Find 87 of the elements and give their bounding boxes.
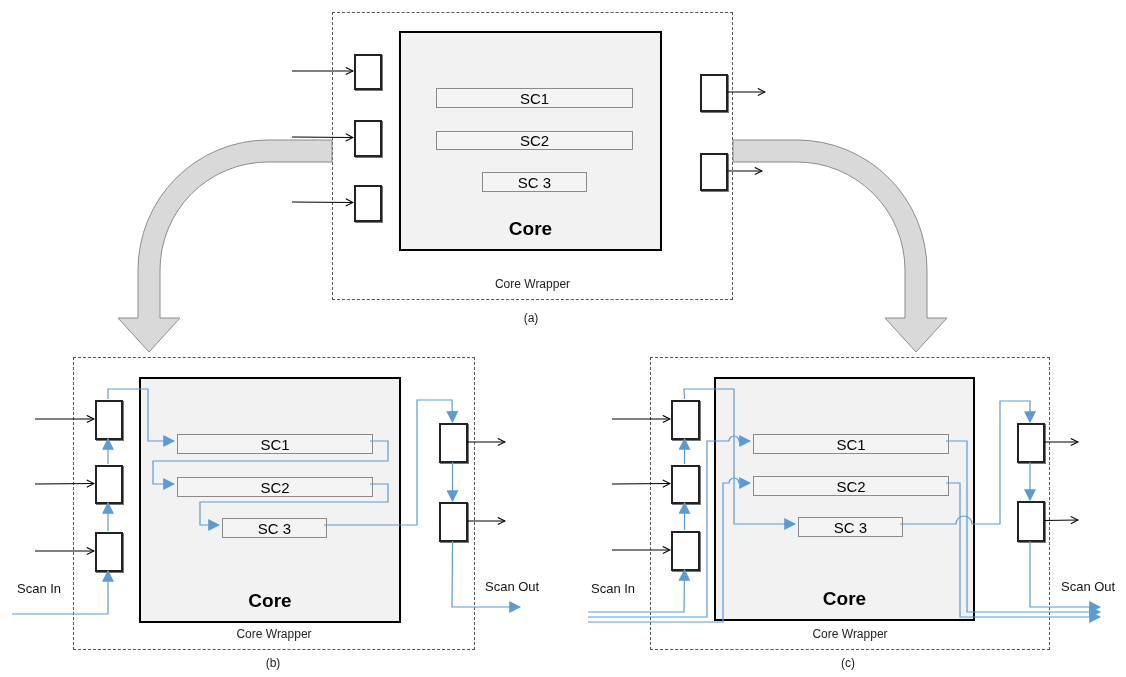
panel-caption: (c) bbox=[841, 657, 855, 669]
scan-chain-label: SC 3 bbox=[257, 520, 292, 536]
wrapper-cell bbox=[95, 400, 123, 440]
wrapper-cell bbox=[671, 400, 700, 440]
scan-chain-bar bbox=[482, 172, 587, 192]
scan-path-arrow bbox=[587, 477, 752, 623]
scan-chain-label: SC2 bbox=[260, 479, 290, 495]
scan-path-arrow bbox=[678, 501, 691, 531]
core-box bbox=[139, 377, 401, 623]
scan-chain-bar bbox=[436, 88, 633, 108]
scan-path-arrow bbox=[678, 437, 691, 465]
signal-arrow bbox=[1043, 515, 1079, 525]
edge-label: Scan In bbox=[16, 582, 63, 595]
wrapper-cell bbox=[700, 74, 728, 112]
scan-path-arrow bbox=[683, 388, 797, 530]
signal-arrow bbox=[34, 479, 95, 488]
curved-block-arrow bbox=[732, 139, 948, 353]
edge-label: Scan In bbox=[590, 582, 637, 595]
scan-chain-bar bbox=[222, 518, 327, 538]
scan-path-arrow bbox=[1024, 461, 1036, 502]
wrapper-cell bbox=[700, 153, 728, 191]
scan-path-arrow bbox=[899, 400, 1036, 525]
core-label: Core bbox=[507, 216, 554, 241]
wrapper-boundary bbox=[73, 357, 475, 650]
wrapper-label: Core Wrapper bbox=[493, 276, 572, 293]
signal-arrow bbox=[291, 133, 354, 142]
wrapper-cell bbox=[1017, 501, 1045, 542]
scan-path-arrow bbox=[102, 437, 114, 465]
signal-arrow bbox=[611, 479, 671, 488]
panel-caption: (b) bbox=[265, 657, 281, 669]
scan-chain-bar bbox=[798, 517, 903, 537]
wrapper-cell bbox=[95, 465, 123, 504]
scan-chain-bar bbox=[177, 434, 373, 454]
wrapper-cell bbox=[671, 531, 700, 571]
scan-chain-bar bbox=[177, 477, 373, 497]
wrapper-cell bbox=[354, 54, 382, 90]
wrapper-cell bbox=[439, 423, 468, 463]
wrapper-boundary bbox=[650, 357, 1050, 650]
edge-label: Scan Out bbox=[1060, 580, 1117, 593]
scan-chain-bar bbox=[753, 434, 949, 454]
core-box bbox=[399, 31, 662, 251]
wrapper-cell bbox=[354, 185, 382, 222]
scan-path-arrow bbox=[451, 540, 522, 613]
signal-arrow bbox=[466, 437, 506, 447]
wrapper-cell bbox=[95, 532, 123, 572]
signal-arrow bbox=[34, 546, 95, 556]
scan-path-arrow bbox=[945, 482, 1102, 623]
scan-path-arrow bbox=[102, 501, 114, 532]
scan-chain-label: SC 3 bbox=[833, 519, 868, 535]
wrapper-label: Core Wrapper bbox=[235, 626, 313, 643]
wrapper-cell bbox=[354, 120, 382, 157]
scan-chain-label: SC2 bbox=[836, 478, 866, 494]
signal-arrow bbox=[291, 66, 354, 76]
wrapper-cell bbox=[1017, 423, 1045, 463]
scan-path-arrow bbox=[323, 399, 459, 526]
core-label: Core bbox=[821, 586, 868, 611]
wrapper-boundary bbox=[332, 12, 733, 300]
core-box bbox=[714, 377, 975, 621]
signal-arrow bbox=[1043, 437, 1079, 447]
scan-chain-label: SC2 bbox=[519, 133, 550, 148]
scan-chain-bar bbox=[436, 131, 633, 150]
scan-path-arrow bbox=[199, 483, 389, 531]
wrapper-cell bbox=[439, 502, 468, 542]
core-label: Core bbox=[247, 588, 293, 613]
signal-arrow bbox=[291, 198, 354, 207]
curved-block-arrow bbox=[117, 139, 333, 353]
scan-chain-bar bbox=[753, 476, 949, 496]
scan-chain-label: SC1 bbox=[260, 436, 290, 452]
scan-path-arrow bbox=[587, 568, 691, 613]
wrapper-label: Core Wrapper bbox=[811, 626, 889, 643]
scan-chain-label: SC1 bbox=[519, 90, 550, 106]
signal-arrow bbox=[611, 414, 671, 424]
signal-arrow bbox=[466, 516, 506, 526]
scan-path-arrow bbox=[446, 461, 459, 503]
scan-path-arrow bbox=[107, 388, 176, 447]
scan-path-arrow bbox=[587, 435, 752, 618]
scan-path-arrow bbox=[11, 569, 114, 615]
edge-label: Scan Out bbox=[484, 580, 541, 593]
signal-arrow bbox=[611, 545, 671, 555]
signal-arrow bbox=[726, 87, 766, 97]
scan-chain-label: SC1 bbox=[836, 436, 866, 452]
signal-arrow bbox=[34, 414, 95, 424]
scan-chain-label: SC 3 bbox=[517, 174, 552, 190]
panel-caption: (a) bbox=[523, 312, 539, 324]
signal-arrow bbox=[726, 166, 763, 176]
scan-path-arrow bbox=[152, 440, 389, 490]
wrapper-cell bbox=[671, 465, 700, 504]
